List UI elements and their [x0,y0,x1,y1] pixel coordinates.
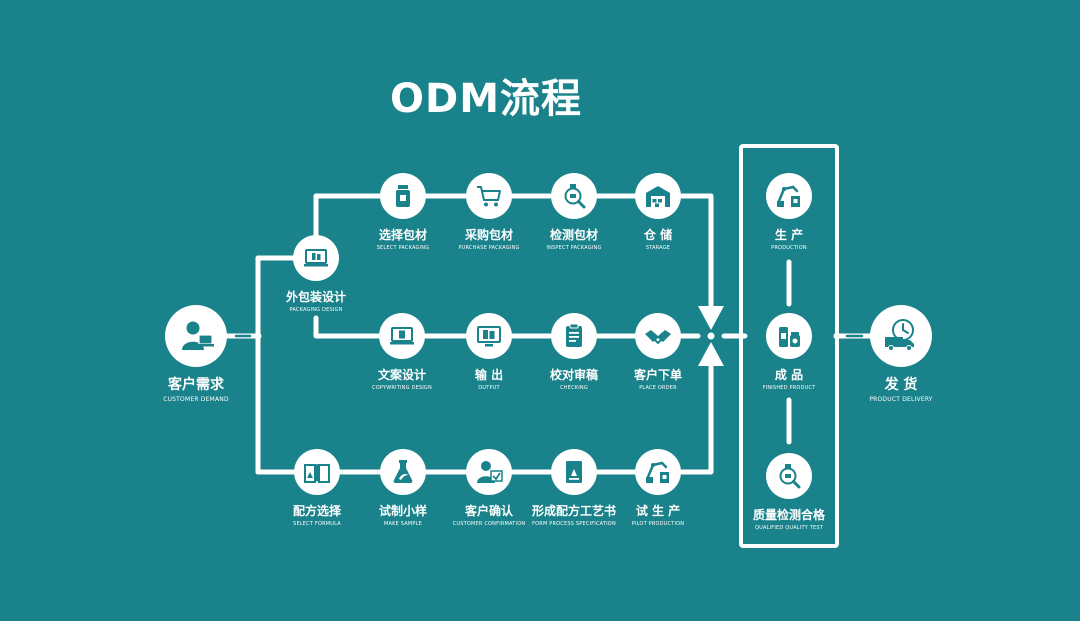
node-finished-product: 成 品 FINISHED PRODUCT [724,313,854,391]
junction-dot [707,332,715,340]
arrow-up [698,342,724,366]
junction-dot [833,332,841,340]
node-pilot-production: 试 生 产 PILOT PRODUCTION [593,449,723,527]
person-laptop-icon [182,321,214,350]
node-label: 采购包材 [464,228,513,242]
flask-book-icon [304,464,330,483]
node-label: 输 出 [474,368,504,382]
node-label: 选择包材 [378,228,427,242]
node-select-formula: 配方选择 SELECT FORMULA [252,449,382,527]
node-copywriting-design: 文案设计 COPYWRITING DESIGN [337,313,467,391]
node-customer-demand: 客户需求 CUSTOMER DEMAND [131,305,261,403]
node-label: 校对审稿 [549,368,598,382]
node-form-process: 形成配方工艺书 FORM PROCESS SPECIFICATION [509,449,639,527]
node-label: 客户需求 [168,377,224,393]
laptop-bottles-icon [304,249,328,267]
node-label: 质量检测合格 [752,508,825,522]
node-sublabel: QUALIFIED QUALITY TEST [754,525,824,531]
node-label: 试 生 产 [635,504,681,518]
node-sublabel: SELECT PACKAGING [376,245,430,251]
node-sublabel: PRODUCTION [771,245,807,251]
node-place-order: 客户下单 PLACE ORDER [593,313,723,391]
node-label: 仓 储 [643,228,673,242]
handshake-icon [645,330,671,345]
bottle-icon [396,185,410,207]
node-sublabel: FINISHED PRODUCT [762,385,816,391]
node-sublabel: PILOT PRODUCTION [631,521,685,527]
robot-arm-icon [646,461,669,483]
node-sublabel: SELECT FORMULA [293,521,341,527]
production-box [739,144,839,548]
node-label: 试制小样 [378,504,427,518]
monitor-icon [477,326,501,347]
packaging-down [313,315,381,339]
node-purchase-packaging: 采购包材 PURCHASE PACKAGING [424,173,554,251]
node-inspect-packaging: 检测包材 INSPECT PACKAGING [509,173,639,251]
node-sublabel: CUSTOMER CONFIRMATION [452,521,526,527]
node-label: 生 产 [774,228,804,242]
node-sublabel: OUTPUT [478,385,500,391]
node-output: 输 出 OUTPUT [424,313,554,391]
packaging-up [313,193,384,239]
laptop-doc-icon [390,327,414,345]
clipboard-icon [566,323,582,347]
node-make-sample: 试制小样 MAKE SAMPLE [338,449,468,527]
page-title: ODM流程 [390,76,583,122]
node-sublabel: FORM PROCESS SPECIFICATION [532,521,616,527]
node-label: 成 品 [774,368,804,382]
magnifier-bottle-icon [779,464,801,489]
node-sublabel: MAKE SAMPLE [384,521,422,527]
node-label: 客户确认 [464,504,513,518]
node-label: 发 货 [884,377,918,393]
robot-arm-icon [777,185,800,207]
cart-icon [477,186,501,207]
book-icon [566,461,582,483]
arrow-down [698,306,724,330]
junction-dot [254,332,262,340]
node-sublabel: CHECKING [560,385,588,391]
node-checking: 校对审稿 CHECKING [509,313,639,391]
node-sublabel: STARAGE [645,245,671,251]
node-label: 形成配方工艺书 [531,504,616,518]
node-label: 文案设计 [377,368,426,382]
node-storage: 仓 储 STARAGE [593,173,723,251]
node-label: 配方选择 [292,504,341,518]
flask-leaf-icon [393,460,413,483]
row1-to-merge [679,193,714,313]
node-product-delivery: 发 货 PRODUCT DELIVERY [836,305,966,403]
row3-to-merge [679,359,714,475]
node-sublabel: PACKAGING DESIGN [289,307,343,313]
node-label: 外包装设计 [285,290,346,304]
node-customer-confirmation: 客户确认 CUSTOMER CONFIRMATION [424,449,554,527]
node-sublabel: PLACE ORDER [639,385,677,391]
warehouse-icon [646,186,670,207]
node-sublabel: COPYWRITING DESIGN [372,385,432,391]
magnifier-bottle-icon [564,184,586,209]
person-check-icon [477,461,503,483]
node-sublabel: CUSTOMER DEMAND [163,396,229,403]
node-select-packaging: 选择包材 SELECT PACKAGING [338,173,468,251]
node-sublabel: INSPECT PACKAGING [546,245,602,251]
node-sublabel: PURCHASE PACKAGING [458,245,520,251]
node-quality-test: 质量检测合格 QUALIFIED QUALITY TEST [724,453,854,531]
truck-clock-icon [885,319,914,351]
node-sublabel: PRODUCT DELIVERY [869,396,933,403]
products-icon [779,327,800,347]
junction-dot [737,332,745,340]
node-production: 生 产 PRODUCTION [724,173,854,251]
node-label: 客户下单 [633,368,682,382]
node-label: 检测包材 [549,228,598,242]
node-packaging-design: 外包装设计 PACKAGING DESIGN [251,235,381,313]
